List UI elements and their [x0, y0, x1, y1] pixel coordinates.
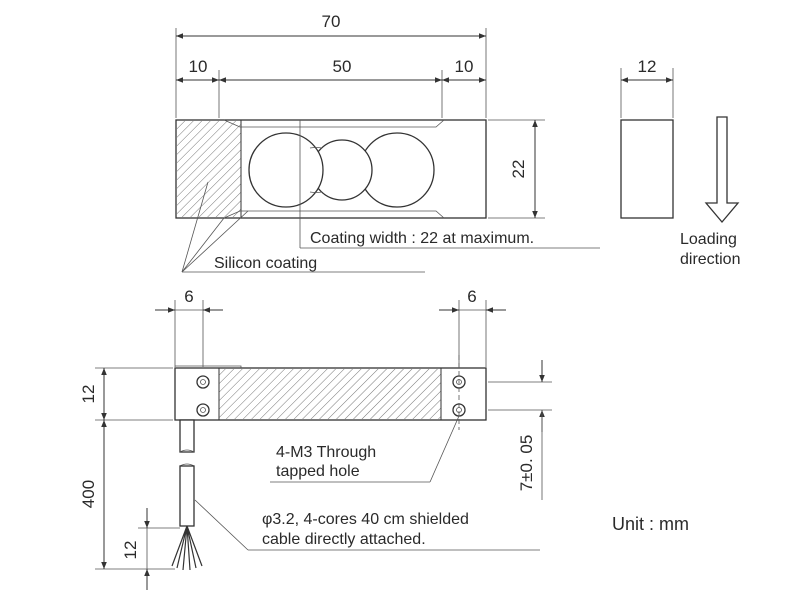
cable-note-line1: φ3.2, 4-cores 40 cm shielded — [262, 511, 469, 528]
loading-label-line2: direction — [680, 251, 740, 268]
dim-wire-length: 12 — [121, 541, 140, 560]
strain-holes — [248, 132, 435, 208]
front-view: 6 6 12 7±0. 05 — [79, 287, 552, 590]
dim-middle: 50 — [333, 57, 352, 76]
hole-note-line2: tapped hole — [276, 463, 360, 480]
unit-label: Unit : mm — [612, 514, 689, 534]
front-coating-hatch — [219, 369, 441, 419]
hole-note-line1: 4-M3 Through — [276, 444, 376, 461]
cable-note-line2: cable directly attached. — [262, 531, 426, 548]
dim-left-hole: 6 — [184, 287, 193, 306]
silicon-coating-label: Silicon coating — [214, 255, 317, 272]
side-view: 12 — [620, 57, 674, 219]
dim-overall-length: 70 — [322, 12, 341, 31]
coating-width-note: Coating width : 22 at maximum. — [310, 230, 534, 247]
top-view: 70 10 50 10 22 Coating width : 22 at max… — [175, 12, 600, 273]
loading-direction-arrow: Loading direction — [680, 116, 740, 268]
dim-cable-length: 400 — [79, 480, 98, 508]
dim-hole-offset: 7±0. 05 — [517, 435, 536, 492]
shielded-cable — [171, 419, 203, 571]
silicon-coating-hatch — [177, 121, 241, 217]
loading-label-line1: Loading — [680, 231, 737, 248]
dim-left-end: 10 — [189, 57, 208, 76]
dim-right-end: 10 — [455, 57, 474, 76]
dim-side-width: 12 — [638, 57, 657, 76]
dim-front-height: 12 — [79, 385, 98, 404]
dim-right-hole: 6 — [467, 287, 476, 306]
dim-height-top: 22 — [509, 160, 528, 179]
